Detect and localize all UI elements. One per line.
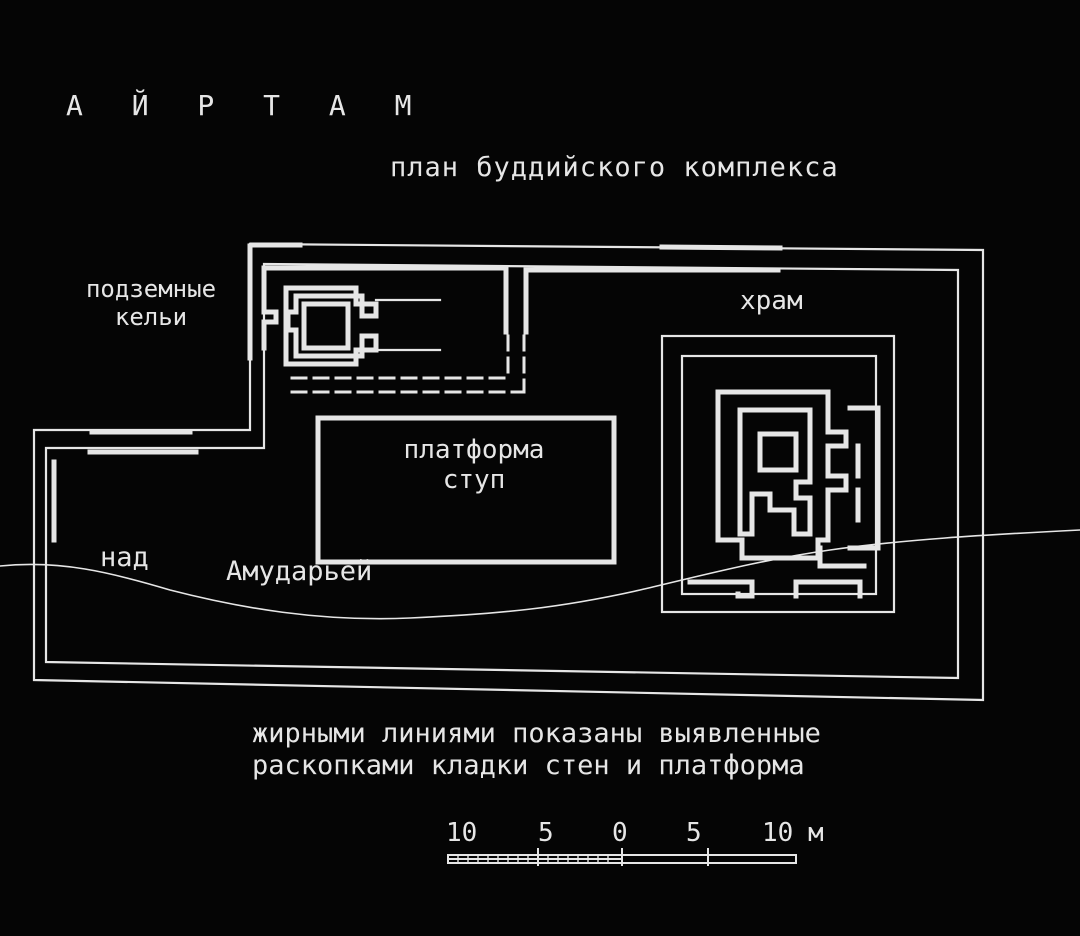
plan-subtitle: план буддийского комплекса <box>390 152 839 183</box>
scale-tick-label: 5 <box>686 818 702 848</box>
label-stupa-platform: платформа ступ <box>388 435 560 496</box>
label-over: над <box>100 542 149 573</box>
underground-cells <box>261 265 781 394</box>
label-cells-line1: подземные <box>85 275 217 303</box>
site-title: А Й Р Т А М <box>66 89 428 122</box>
scale-tick-label: 10 <box>446 818 478 848</box>
label-amudarya: Амударьёй <box>226 556 373 587</box>
label-platform-line1: платформа <box>403 435 545 465</box>
label-underground-cells: подземные кельи <box>68 275 234 331</box>
scale-unit: м <box>808 818 824 848</box>
stupa-platform <box>315 415 617 565</box>
scale-tick-label: 10 <box>762 818 794 848</box>
temple-plan <box>660 334 896 614</box>
excavated-enclosure-walls <box>51 242 783 543</box>
scale-tick-label: 0 <box>612 818 628 848</box>
scale-bar <box>447 848 797 866</box>
legend-line1: жирными линиями показаны выявленные <box>252 718 821 749</box>
scale-tick-label: 5 <box>538 818 554 848</box>
label-temple: храм <box>740 286 803 316</box>
label-cells-line2: кельи <box>114 302 188 331</box>
label-platform-line2: ступ <box>442 464 506 495</box>
photo-crack-line <box>0 529 1080 620</box>
legend-note: жирными линиями показаны выявленные раск… <box>252 718 821 782</box>
outer-enclosure-wall <box>32 242 985 702</box>
legend-line2: раскопками кладки стен и платформа <box>252 749 805 781</box>
